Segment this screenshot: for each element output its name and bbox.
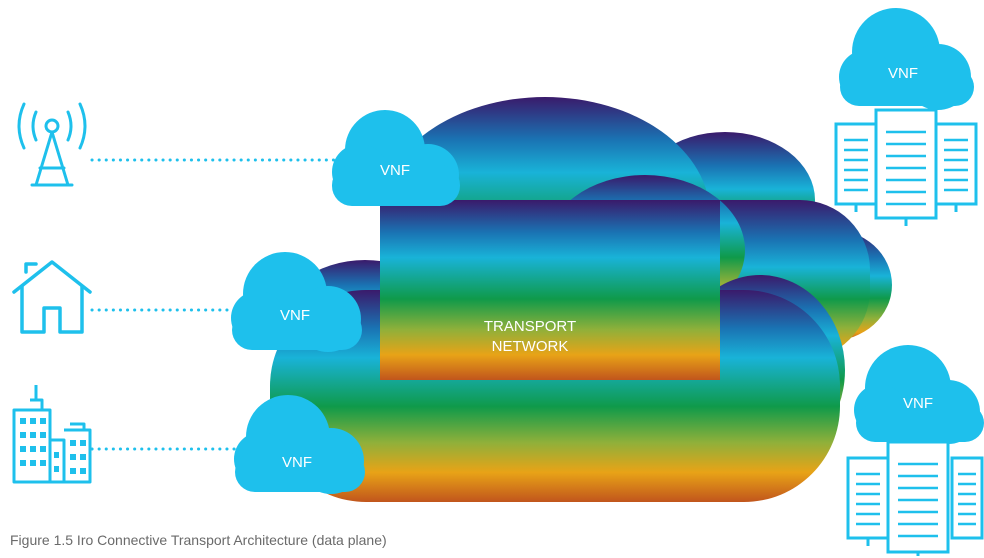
vnf-cloud-bottom-right: VNF: [854, 345, 984, 444]
vnf-cloud-middle-left: VNF: [231, 252, 362, 352]
transport-network-label-line1: TRANSPORT: [484, 318, 576, 335]
vnf-cloud-bottom-left: VNF: [234, 395, 365, 494]
vnf-label: VNF: [903, 395, 933, 412]
vnf-label: VNF: [888, 65, 918, 82]
vnf-label: VNF: [280, 307, 310, 324]
transport-network-cloud: TRANSPORT NETWORK: [270, 97, 845, 502]
cell-tower-icon: [17, 102, 87, 187]
vnf-cloud-top-left: VNF: [332, 110, 460, 206]
transport-network-label-line2: NETWORK: [492, 338, 569, 355]
vnf-label: VNF: [282, 454, 312, 471]
vnf-cloud-top-right: VNF: [839, 8, 974, 110]
home-icon: [12, 260, 92, 334]
connection-lines: [90, 158, 340, 451]
server-rack-icon: [834, 108, 978, 226]
office-buildings-icon: [12, 385, 92, 484]
vnf-label: VNF: [380, 162, 410, 179]
figure-caption: Figure 1.5 Iro Connective Transport Arch…: [10, 532, 387, 548]
server-rack-icon: [846, 440, 984, 556]
